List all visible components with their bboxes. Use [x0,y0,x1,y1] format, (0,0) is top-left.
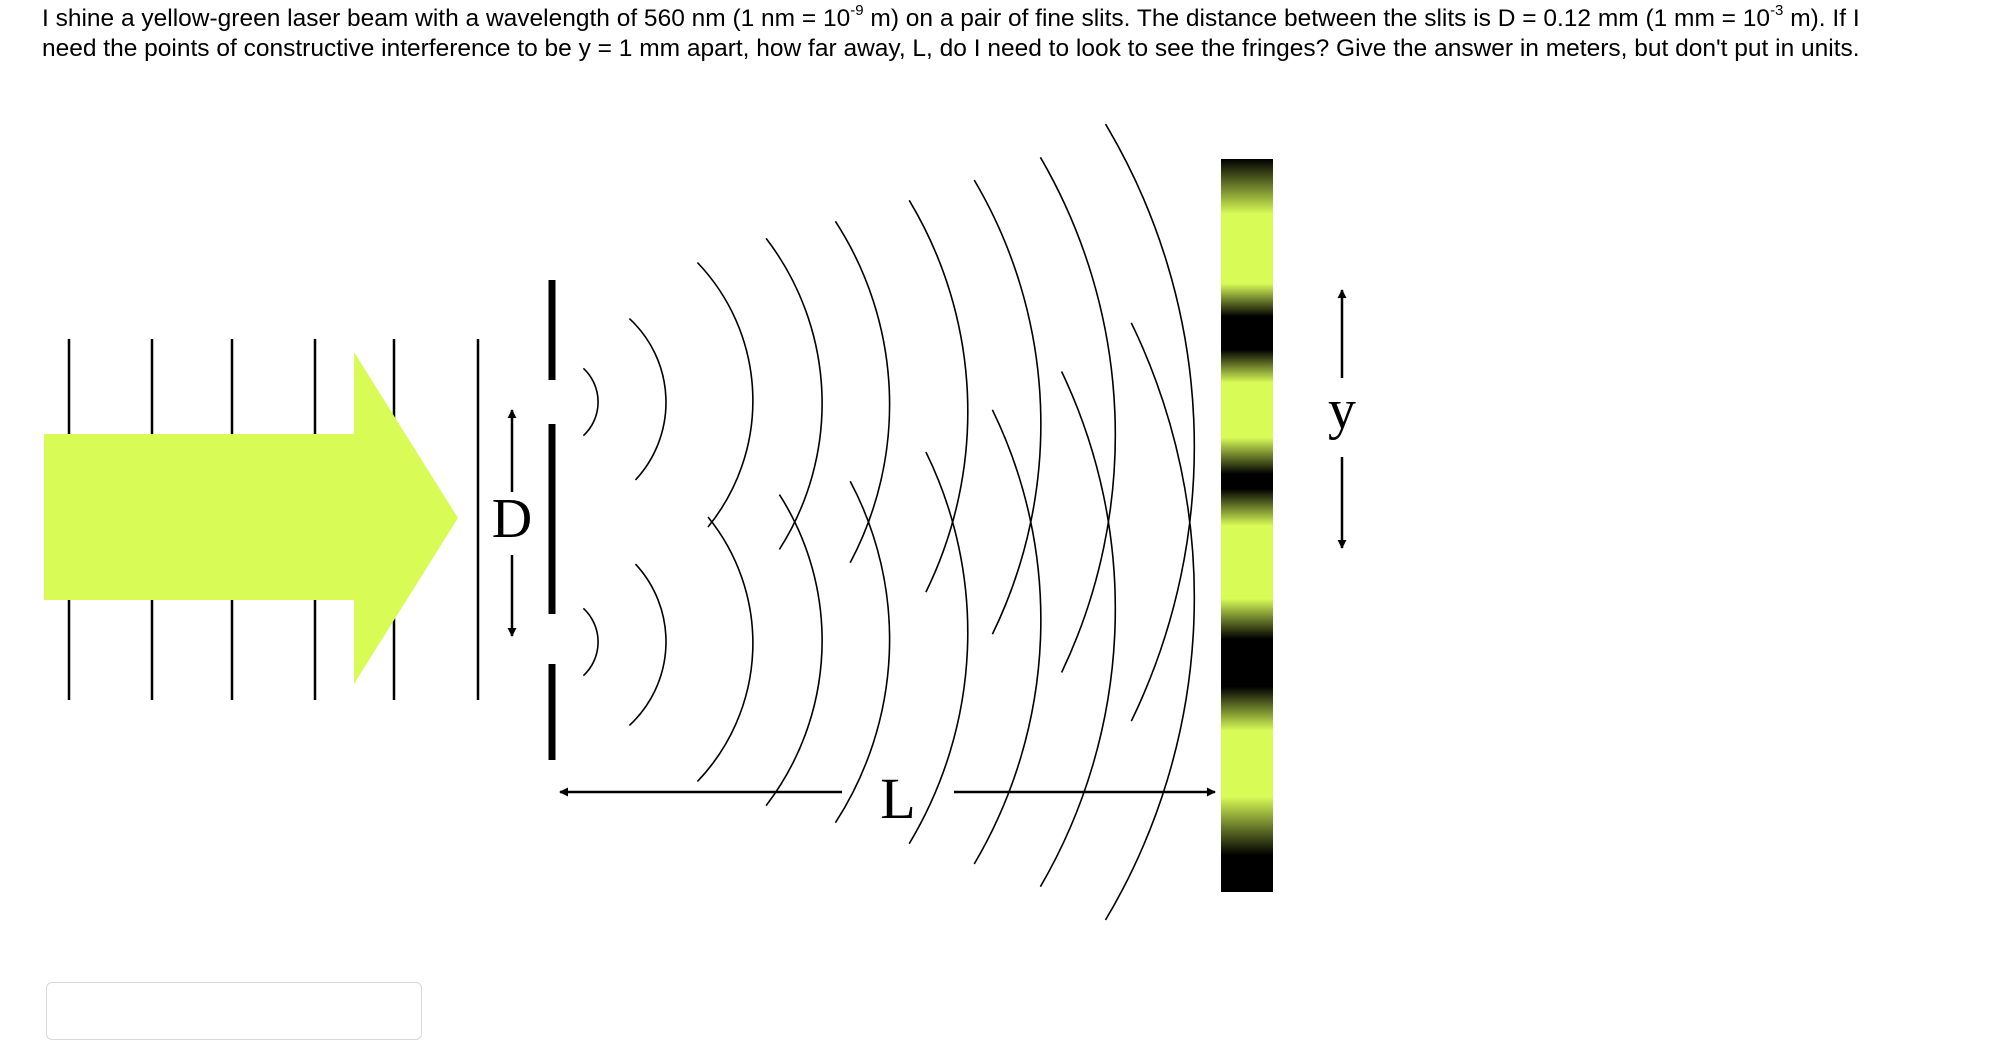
wave-arc [973,179,1042,635]
d-label: D [492,488,532,550]
y-dimension: y [1328,289,1356,549]
wave-arc [582,367,599,437]
wave-arc [908,451,969,845]
l-label: L [880,766,915,831]
wave-arc [696,261,754,528]
fringe-screen [1221,159,1273,892]
diffracted-waves [582,123,1196,921]
wave-arc [1039,156,1117,673]
wave-arc [973,409,1042,865]
wave-arc [1104,322,1196,921]
wave-arc [834,480,891,824]
wave-arc [628,318,667,481]
question-line-1: I shine a yellow-green laser beam with a… [42,2,1860,32]
wave-arc [765,494,823,807]
wave-arc [628,563,667,726]
wave-arc [1104,123,1196,722]
question-line-2: need the points of constructive interfer… [42,35,1860,62]
wave-arc [582,607,599,677]
wave-arc [834,220,891,564]
wave-arc [908,199,969,593]
wave-arc [1039,371,1117,888]
answer-input[interactable] [46,982,422,1040]
laser-beam-arrow [44,352,458,684]
d-dimension: D [492,409,532,637]
wave-arc [765,237,823,550]
l-dimension: L [559,766,1216,831]
y-label: y [1328,379,1356,441]
question-text: I shine a yellow-green laser beam with a… [42,2,2010,64]
wave-arc [696,516,754,783]
